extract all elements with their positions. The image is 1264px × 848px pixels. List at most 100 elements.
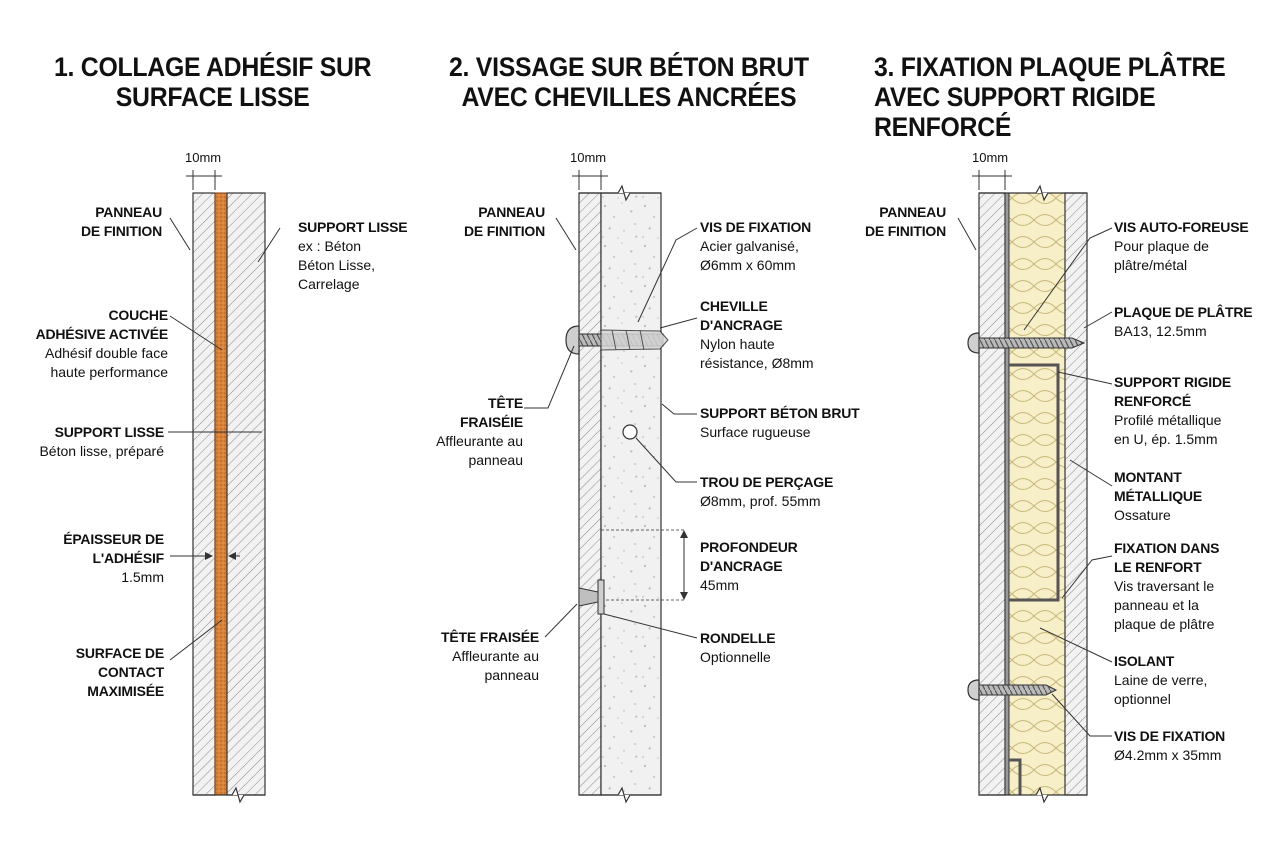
label-desc: 1.5mm bbox=[121, 569, 164, 585]
label-title: TROU DE PERÇAGE bbox=[700, 474, 834, 490]
label-desc: Nylon haute bbox=[700, 336, 775, 352]
label-desc: panneau et la bbox=[1114, 597, 1199, 613]
drawing-3-plasterboard bbox=[957, 170, 1113, 804]
title-line: RENFORCÉ bbox=[874, 112, 1012, 142]
d2-label-tete-1: TÊTE FRAISÉIE Affleurante au panneau bbox=[436, 394, 523, 470]
d2-label-vis: VIS DE FIXATION Acier galvanisé, Ø6mm x … bbox=[700, 218, 811, 275]
d3-label-vis-auto: VIS AUTO-FOREUSE Pour plaque de plâtre/m… bbox=[1114, 218, 1249, 275]
d1-label-epaisseur: ÉPAISSEUR DE L'ADHÉSIF 1.5mm bbox=[63, 530, 164, 587]
d3-screw-top bbox=[978, 337, 1086, 349]
dim-10mm-d3: 10mm bbox=[972, 150, 1009, 165]
label-desc: ex : Béton bbox=[298, 238, 362, 254]
label-desc: Adhésif double face bbox=[45, 345, 168, 361]
label-title: VIS DE FIXATION bbox=[1114, 728, 1226, 744]
label-desc: Ø4.2mm x 35mm bbox=[1114, 747, 1222, 763]
label-title: VIS DE FIXATION bbox=[700, 219, 812, 235]
label-title: PANNEAU bbox=[478, 204, 545, 220]
d3-label-plaque: PLAQUE DE PLÂTRE BA13, 12.5mm bbox=[1114, 303, 1253, 341]
d3-label-montant: MONTANT MÉTALLIQUE Ossature bbox=[1114, 468, 1202, 525]
d1-label-surface: SURFACE DE CONTACT MAXIMISÉE bbox=[76, 644, 164, 701]
d3-plasterboard bbox=[1064, 192, 1088, 796]
label-title: FIXATION DANS bbox=[1114, 540, 1220, 556]
d1-finish-panel bbox=[192, 192, 216, 796]
d3-label-vis-fixation: VIS DE FIXATION Ø4.2mm x 35mm bbox=[1114, 727, 1225, 765]
d3-screw-head-top bbox=[967, 332, 980, 354]
d1-adhesive-layer bbox=[214, 192, 228, 796]
label-title: DE FINITION bbox=[80, 223, 162, 239]
title-line: AVEC SUPPORT RIGIDE bbox=[874, 82, 1156, 112]
label-title: D'ANCRAGE bbox=[700, 317, 783, 333]
label-desc: Laine de verre, bbox=[1114, 672, 1208, 688]
d2-finish-panel bbox=[578, 192, 602, 796]
label-desc: Béton Lisse, bbox=[298, 257, 376, 273]
label-desc: Pour plaque de bbox=[1114, 238, 1209, 254]
d2-washer bbox=[597, 579, 605, 615]
label-title: ADHÉSIVE ACTIVÉE bbox=[35, 326, 169, 342]
label-title: CHEVILLE bbox=[700, 298, 768, 314]
d1-label-support-lisse-2: SUPPORT LISSE Béton lisse, préparé bbox=[39, 423, 164, 461]
d2-label-profondeur: PROFONDEUR D'ANCRAGE 45mm bbox=[700, 538, 798, 595]
drawing-1-adhesive bbox=[168, 170, 281, 804]
label-title: ÉPAISSEUR DE bbox=[63, 531, 164, 547]
label-title: D'ANCRAGE bbox=[700, 558, 783, 574]
title-line: 1. COLLAGE ADHÉSIF SUR bbox=[54, 52, 372, 82]
title-drawing-3: 3. FIXATION PLAQUE PLÂTRE AVEC SUPPORT R… bbox=[874, 52, 1226, 142]
d3-screw-bottom bbox=[978, 684, 1058, 696]
d2-label-cheville: CHEVILLE D'ANCRAGE Nylon haute résistanc… bbox=[700, 297, 814, 373]
d3-label-support: SUPPORT RIGIDE RENFORCÉ Profilé métalliq… bbox=[1114, 373, 1231, 449]
d2-label-support: SUPPORT BÉTON BRUT Surface rugueuse bbox=[700, 404, 860, 442]
label-title: MONTANT bbox=[1114, 469, 1182, 485]
d2-label-rondelle: RONDELLE Optionnelle bbox=[700, 629, 776, 667]
label-title: VIS AUTO-FOREUSE bbox=[1114, 219, 1249, 235]
dim-10mm-d2: 10mm bbox=[570, 150, 607, 165]
d2-label-panneau: PANNEAU DE FINITION bbox=[464, 203, 545, 241]
dim-10mm-d1: 10mm bbox=[185, 150, 222, 165]
title-drawing-2: 2. VISSAGE SUR BÉTON BRUT AVEC CHEVILLES… bbox=[449, 52, 809, 112]
label-desc: Optionnelle bbox=[700, 649, 771, 665]
label-title: COUCHE bbox=[108, 307, 169, 323]
label-desc: en U, ép. 1.5mm bbox=[1114, 431, 1218, 447]
label-desc: plaque de plâtre bbox=[1114, 616, 1215, 632]
drawing-2-anchor-screw bbox=[524, 170, 698, 804]
label-desc: résistance, Ø8mm bbox=[700, 355, 814, 371]
label-desc: BA13, 12.5mm bbox=[1114, 323, 1207, 339]
d1-label-support-lisse: SUPPORT LISSE ex : Béton Béton Lisse, Ca… bbox=[298, 218, 408, 294]
d2-drill-hole bbox=[622, 424, 638, 440]
label-desc: Surface rugueuse bbox=[700, 424, 811, 440]
label-title: RENFORCÉ bbox=[1114, 393, 1191, 409]
title-line: SURFACE LISSE bbox=[115, 82, 310, 112]
title-line: 2. VISSAGE SUR BÉTON BRUT bbox=[449, 52, 809, 82]
label-title: ISOLANT bbox=[1114, 653, 1175, 669]
label-desc: Ø8mm, prof. 55mm bbox=[700, 493, 821, 509]
title-drawing-1: 1. COLLAGE ADHÉSIF SUR SURFACE LISSE bbox=[54, 52, 372, 112]
d3-label-panneau: PANNEAU DE FINITION bbox=[865, 203, 946, 241]
label-title: MAXIMISÉE bbox=[87, 683, 164, 699]
label-desc: optionnel bbox=[1114, 691, 1171, 707]
label-title: DE FINITION bbox=[864, 223, 946, 239]
d1-label-couche: COUCHE ADHÉSIVE ACTIVÉE Adhésif double f… bbox=[35, 306, 169, 382]
d1-smooth-support bbox=[226, 192, 266, 796]
label-desc: Acier galvanisé, bbox=[700, 238, 799, 254]
d3-label-fixation: FIXATION DANS LE RENFORT Vis traversant … bbox=[1114, 539, 1219, 634]
d2-anchor bbox=[600, 329, 669, 351]
label-title: RONDELLE bbox=[700, 630, 776, 646]
d3-finish-panel bbox=[978, 192, 1006, 796]
d3-label-isolant: ISOLANT Laine de verre, optionnel bbox=[1114, 652, 1207, 709]
label-title: SUPPORT BÉTON BRUT bbox=[700, 405, 860, 421]
label-title: SURFACE DE bbox=[75, 645, 164, 661]
label-title: SUPPORT LISSE bbox=[54, 424, 165, 440]
label-desc: 45mm bbox=[700, 577, 739, 593]
label-title: TÊTE FRAISÉE bbox=[441, 629, 539, 645]
label-title: PANNEAU bbox=[95, 204, 162, 220]
label-desc: Carrelage bbox=[298, 276, 360, 292]
label-title: TÊTE bbox=[488, 395, 523, 411]
d2-screw-head bbox=[565, 325, 580, 355]
label-title: PLAQUE DE PLÂTRE bbox=[1114, 304, 1253, 320]
label-title: DE FINITION bbox=[463, 223, 545, 239]
d3-u-profile bbox=[1004, 192, 1010, 796]
d2-label-trou: TROU DE PERÇAGE Ø8mm, prof. 55mm bbox=[700, 473, 833, 511]
title-line: AVEC CHEVILLES ANCRÉES bbox=[461, 82, 797, 112]
label-desc: Vis traversant le bbox=[1114, 578, 1215, 594]
label-desc: Affleurante au bbox=[452, 648, 539, 664]
